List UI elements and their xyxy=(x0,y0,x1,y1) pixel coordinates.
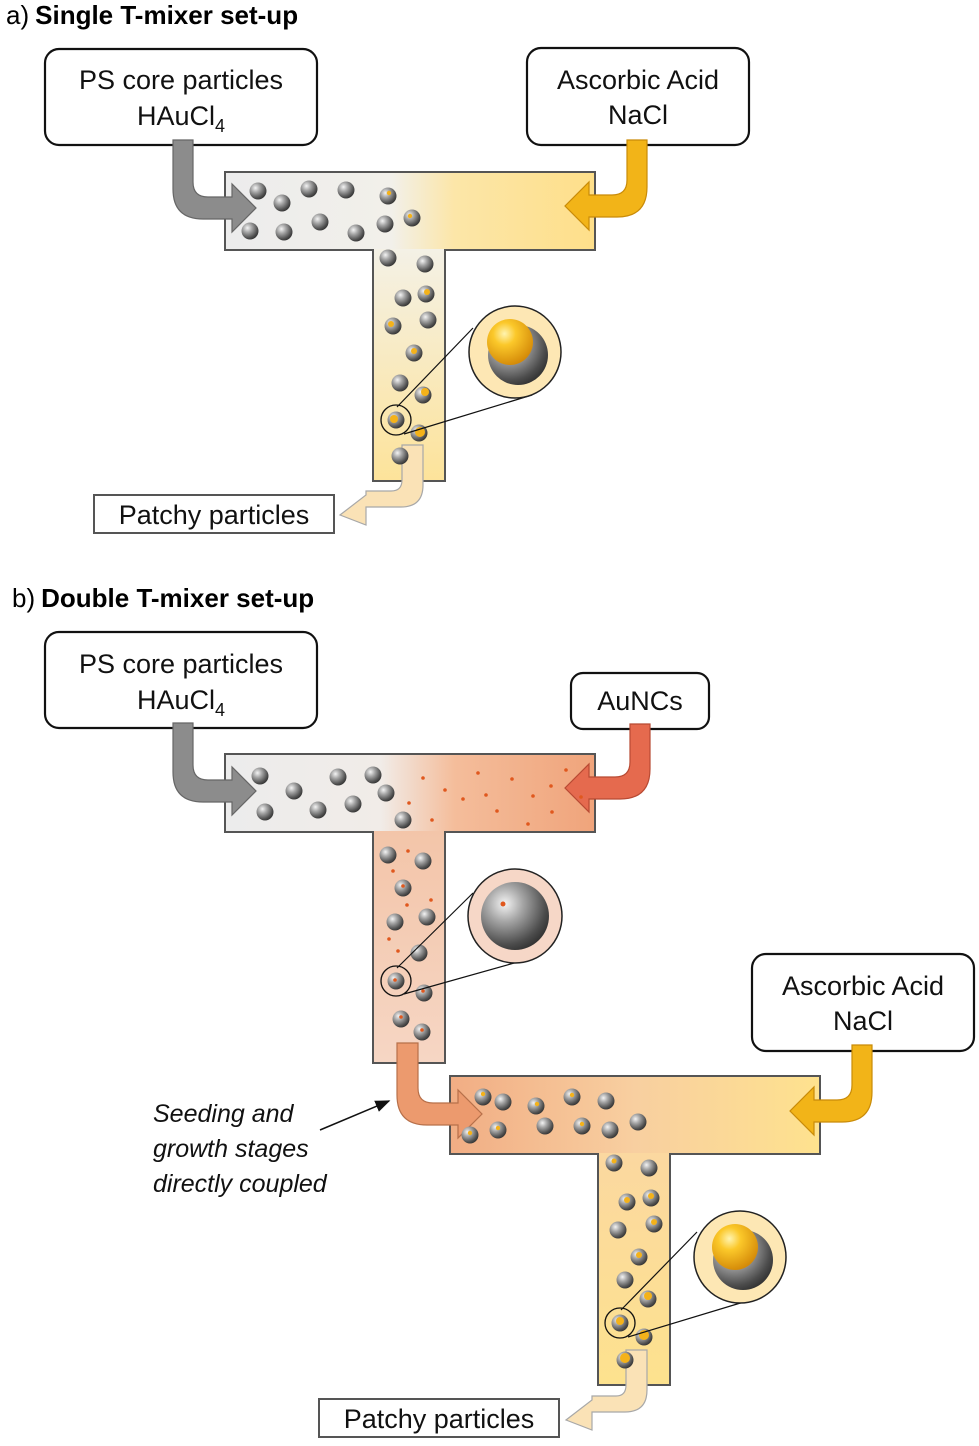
annotation-line3: directly coupled xyxy=(153,1170,328,1198)
input-box-ascorbic-b: Ascorbic Acid NaCl xyxy=(750,952,976,1053)
red-inlet-arrow-aun xyxy=(564,723,651,814)
input-box-auncs: AuNCs xyxy=(569,671,711,731)
panel-b-title: Double T-mixer set-up xyxy=(41,583,314,613)
input-box-ascorbic-a: Ascorbic Acid NaCl xyxy=(525,46,751,147)
zoom-inset-a xyxy=(380,305,562,436)
input-box-ps-core-line1: PS core particles xyxy=(79,65,283,95)
input-box-auncs-label: AuNCs xyxy=(597,686,683,716)
panel-b-heading: b)Double T-mixer set-up xyxy=(12,583,314,613)
aun-clusters-b1 xyxy=(387,768,583,953)
panel-b-label: b) xyxy=(12,583,35,613)
particles-b2 xyxy=(461,1088,663,1369)
t-mixer-channel-b2 xyxy=(449,1075,821,1386)
input-box-nacl-line2: NaCl xyxy=(608,100,668,130)
input-box-nacl-b-line2: NaCl xyxy=(833,1006,893,1036)
input-box-ascorbic-b-line1: Ascorbic Acid xyxy=(782,971,944,1001)
yellow-inlet-arrow-a xyxy=(564,139,648,232)
zoom-inset-b2 xyxy=(604,1210,787,1339)
input-box-ps-core-a: PS core particles HAuCl4 xyxy=(43,47,319,147)
output-box-a: Patchy particles xyxy=(93,494,335,534)
pale-outlet-arrow-b xyxy=(564,1349,648,1431)
orange-transfer-arrow xyxy=(396,1042,483,1140)
yellow-inlet-arrow-b xyxy=(789,1044,873,1137)
input-box-ascorbic-line1: Ascorbic Acid xyxy=(557,65,719,95)
input-box-ps-core-b-line1: PS core particles xyxy=(79,649,283,679)
zoom-inset-b1 xyxy=(380,868,563,997)
panel-a-title: Single T-mixer set-up xyxy=(35,0,298,30)
output-label-a: Patchy particles xyxy=(119,500,310,530)
panel-a: a)Single T-mixer set-up PS core particle… xyxy=(6,0,751,534)
coupling-annotation: Seeding and growth stages directly coupl… xyxy=(153,1100,391,1198)
annotation-pointer xyxy=(319,1100,391,1131)
input-box-hauc-b-line2: HAuCl4 xyxy=(137,685,225,720)
gray-inlet-arrow-b xyxy=(172,722,257,817)
particles-b1 xyxy=(251,766,436,1041)
particles-a xyxy=(241,180,437,465)
annotation-line1: Seeding and xyxy=(153,1100,295,1128)
gray-inlet-arrow-a xyxy=(172,139,257,234)
input-box-hauc-line2: HAuCl4 xyxy=(137,101,225,136)
panel-a-heading: a)Single T-mixer set-up xyxy=(6,0,298,30)
output-label-b: Patchy particles xyxy=(344,1404,535,1434)
panel-b: b)Double T-mixer set-up PS core particle… xyxy=(12,583,976,1438)
panel-a-label: a) xyxy=(6,0,29,30)
output-box-b: Patchy particles xyxy=(318,1398,560,1438)
pale-outlet-arrow-a xyxy=(338,444,424,526)
annotation-line2: growth stages xyxy=(153,1135,309,1163)
input-box-ps-core-b: PS core particles HAuCl4 xyxy=(43,630,319,730)
